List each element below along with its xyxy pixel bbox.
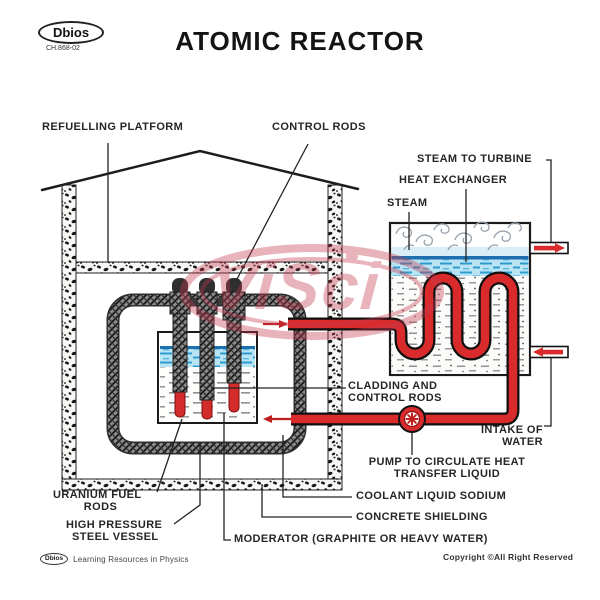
label-steam: STEAM xyxy=(387,197,428,209)
label-coolant: COOLANT LIQUID SODIUM xyxy=(356,490,507,502)
leader-concrete xyxy=(261,484,352,518)
label-cladding-2: CONTROL RODS xyxy=(348,392,442,404)
label-pump-2: TRANSFER LIQUID xyxy=(393,468,501,480)
leader-steam-to-turbine xyxy=(546,159,552,243)
footer-copyright: Copyright ©All Right Reserved xyxy=(443,552,574,562)
label-uranium-1: URANIUM FUEL xyxy=(53,489,142,501)
steam-outlet-stub xyxy=(529,241,569,255)
label-concrete: CONCRETE SHIELDING xyxy=(356,511,488,523)
refuelling-platform-band xyxy=(75,261,329,274)
footer-tagline: Learning Resources in Physics xyxy=(73,554,189,564)
label-vessel-2: STEEL VESSEL xyxy=(72,531,159,543)
leader-moderator xyxy=(223,413,231,541)
publisher-logo: Dbios xyxy=(38,21,104,44)
leader-steel-vessel xyxy=(173,444,201,525)
steam-swirls xyxy=(395,221,522,251)
leader-uranium-fuel-rods xyxy=(156,418,183,493)
page-title: ATOMIC REACTOR xyxy=(175,26,425,56)
flow-arrow-cold-return xyxy=(263,415,291,423)
label-intake-2: WATER xyxy=(502,436,543,448)
label-uranium-2: RODS xyxy=(83,501,118,513)
water-intake-stub xyxy=(529,345,569,359)
leader-coolant xyxy=(282,435,352,498)
roof-line xyxy=(40,149,360,192)
circulation-pump xyxy=(398,405,426,433)
label-moderator: MODERATOR (GRAPHITE OR HEAVY WATER) xyxy=(234,533,488,545)
flow-arrow-hot-out xyxy=(263,320,288,328)
label-pump-1: PUMP TO CIRCULATE HEAT xyxy=(368,456,526,468)
leader-control-rods xyxy=(235,143,309,282)
leader-intake-of-water xyxy=(544,357,552,427)
label-refuelling-platform: REFUELLING PLATFORM xyxy=(42,121,184,133)
control-rod xyxy=(199,313,215,401)
label-control-rods: CONTROL RODS xyxy=(272,121,366,133)
label-steam-to-turbine: STEAM TO TURBINE xyxy=(417,153,532,165)
label-cladding-1: CLADDING AND xyxy=(348,380,438,392)
coolant-pipe-loop xyxy=(263,271,520,426)
catalog-code: CH.868-02 xyxy=(46,45,80,52)
label-vessel-1: HIGH PRESSURE xyxy=(66,519,163,531)
control-rod xyxy=(172,313,188,393)
leader-lines xyxy=(107,143,552,541)
control-rod-assembly xyxy=(169,278,246,420)
label-intake-1: INTAKE OF xyxy=(480,424,543,436)
exchanger-water xyxy=(391,259,529,276)
steam-mist xyxy=(391,247,529,257)
footer-publisher: Dbios Learning Resources in Physics xyxy=(40,553,189,565)
label-heat-exchanger: HEAT EXCHANGER xyxy=(399,174,508,186)
control-rod xyxy=(226,317,242,384)
footer-logo: Dbios xyxy=(40,553,69,565)
floor-band xyxy=(61,478,343,491)
